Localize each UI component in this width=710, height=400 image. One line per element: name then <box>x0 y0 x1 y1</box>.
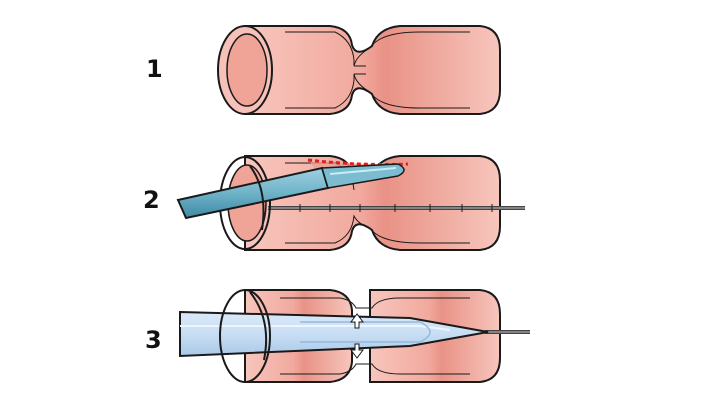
stenosis-contour-lower <box>285 73 470 109</box>
vessel-body <box>244 25 501 115</box>
vessel-lumen <box>226 33 268 107</box>
vessel-opening <box>219 289 271 383</box>
step-number-3: 3 <box>145 326 162 354</box>
step-number-2: 2 <box>143 186 160 214</box>
arrow-down-icon <box>350 343 364 359</box>
stenosis-contour <box>285 31 470 67</box>
stenosis-contour-lower <box>285 214 470 244</box>
arrow-up-icon <box>350 313 364 329</box>
dilator-sheath <box>179 310 489 358</box>
step-number-1: 1 <box>146 55 163 83</box>
step-2-vessel <box>176 155 525 251</box>
plaque-mark <box>307 158 409 166</box>
step-3-vessel <box>179 289 530 383</box>
step-1-vessel <box>217 25 501 115</box>
